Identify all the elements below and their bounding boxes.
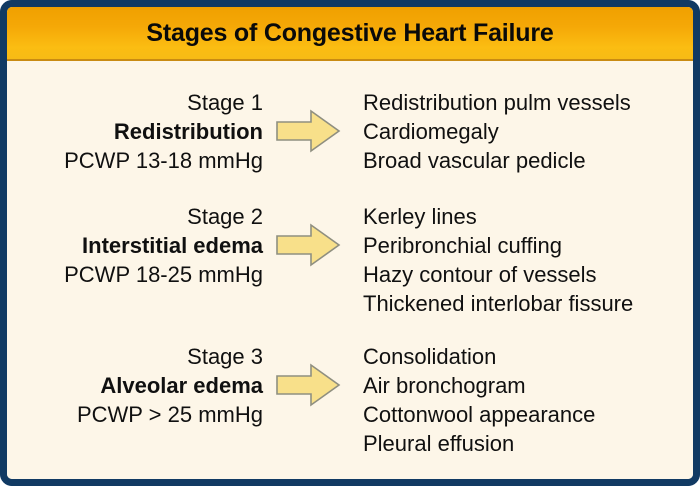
finding-item: Air bronchogram	[363, 373, 526, 398]
finding-item: Consolidation	[363, 344, 497, 369]
stage-name: Redistribution	[113, 119, 263, 144]
finding-item: Kerley lines	[363, 204, 477, 229]
stage-summary: Stage 3 Alveolar edema PCWP > 25 mmHg	[7, 342, 263, 429]
arrow-container	[263, 88, 353, 153]
stage-label: Stage 3	[187, 344, 263, 369]
page-title: Stages of Congestive Heart Failure	[146, 18, 554, 47]
stage-findings: Redistribution pulm vessels Cardiomegaly…	[353, 88, 693, 175]
finding-item: Cardiomegaly	[363, 119, 499, 144]
stage-summary: Stage 1 Redistribution PCWP 13-18 mmHg	[7, 88, 263, 175]
stage-pressure: PCWP > 25 mmHg	[76, 402, 263, 427]
stage-name: Interstitial edema	[82, 233, 263, 258]
finding-item: Cottonwool appearance	[363, 402, 596, 427]
stage-row: Stage 3 Alveolar edema PCWP > 25 mmHg Co…	[7, 342, 693, 458]
stage-summary: Stage 2 Interstitial edema PCWP 18-25 mm…	[7, 202, 263, 289]
right-arrow-icon	[275, 363, 341, 407]
stage-pressure: PCWP 13-18 mmHg	[64, 148, 263, 173]
finding-item: Pleural effusion	[363, 431, 515, 456]
stage-label: Stage 2	[187, 204, 263, 229]
finding-item: Hazy contour of vessels	[363, 262, 597, 287]
stage-row: Stage 2 Interstitial edema PCWP 18-25 mm…	[7, 202, 693, 318]
poster-body: Stage 1 Redistribution PCWP 13-18 mmHg R…	[7, 61, 693, 479]
poster-header: Stages of Congestive Heart Failure	[7, 7, 693, 61]
finding-item: Thickened interlobar fissure	[363, 291, 634, 316]
arrow-container	[263, 342, 353, 407]
right-arrow-icon	[275, 223, 341, 267]
stage-findings: Consolidation Air bronchogram Cottonwool…	[353, 342, 693, 458]
arrow-container	[263, 202, 353, 267]
stage-label: Stage 1	[187, 90, 263, 115]
finding-item: Redistribution pulm vessels	[363, 90, 631, 115]
stage-pressure: PCWP 18-25 mmHg	[64, 262, 263, 287]
finding-item: Peribronchial cuffing	[363, 233, 562, 258]
right-arrow-icon	[275, 109, 341, 153]
finding-item: Broad vascular pedicle	[363, 148, 586, 173]
stage-name: Alveolar edema	[100, 373, 263, 398]
stage-row: Stage 1 Redistribution PCWP 13-18 mmHg R…	[7, 88, 693, 175]
stage-findings: Kerley lines Peribronchial cuffing Hazy …	[353, 202, 693, 318]
